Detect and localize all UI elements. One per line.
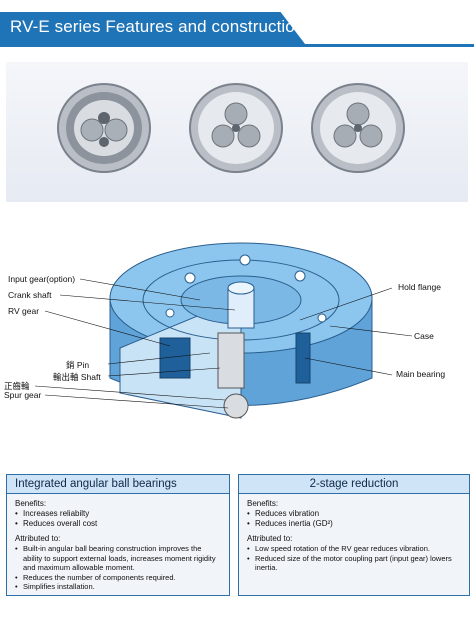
attributed-label: Attributed to:: [247, 534, 293, 543]
benefit-item: Reduces overall cost: [15, 519, 221, 529]
benefit-item: Reduces inertia (GD²): [247, 519, 461, 529]
label-spur-gear: Spur gear: [4, 390, 42, 400]
benefits-label: Benefits:: [15, 499, 47, 508]
attributed-item: Reduced size of the motor coupling part …: [247, 554, 461, 573]
attributed-item: Built-in angular ball bearing constructi…: [15, 544, 221, 573]
feature-box-bearings: Integrated angular ball bearings Benefit…: [6, 474, 230, 596]
cutaway-illustration: [34, 242, 413, 419]
label-hold-flange: Hold flange: [398, 282, 442, 292]
label-crank-shaft: Crank shaft: [8, 290, 52, 300]
attributed-item: Low speed rotation of the RV gear reduce…: [247, 544, 461, 554]
attributed-label: Attributed to:: [15, 534, 61, 543]
label-shaft: 輸出軸 Shaft: [53, 372, 101, 382]
label-pin: 銷 Pin: [66, 360, 90, 370]
reducer-photo-1: [57, 83, 151, 173]
benefits-label: Benefits:: [247, 499, 279, 508]
page-title: RV-E series Features and construction: [10, 17, 305, 36]
feature-box-reduction: 2-stage reduction Benefits: Reduces vibr…: [238, 474, 470, 596]
product-photo-band: [6, 62, 468, 202]
label-case: Case: [414, 331, 434, 341]
box-title: 2-stage reduction: [239, 475, 469, 494]
benefit-item: Increases reliabilty: [15, 509, 221, 519]
label-spur-gear-cn: 正齒輪: [4, 381, 30, 391]
section-header: RV-E series Features and construction: [0, 0, 474, 52]
attributed-item: Simplifies installation.: [15, 582, 221, 592]
benefit-item: Reduces vibration: [247, 509, 461, 519]
label-main-bearing: Main bearing: [396, 369, 446, 379]
reducer-photo-3: [311, 83, 405, 173]
label-rv-gear: RV gear: [8, 306, 40, 316]
construction-diagram: Input gear(option) Crank shaft RV gear 銷…: [0, 228, 474, 428]
label-input-gear: Input gear(option): [8, 274, 76, 284]
box-title: Integrated angular ball bearings: [7, 475, 229, 494]
header-rule: [0, 44, 474, 47]
header-bar: [0, 12, 305, 44]
attributed-item: Reduces the number of components require…: [15, 573, 221, 583]
reducer-photo-2: [189, 83, 283, 173]
